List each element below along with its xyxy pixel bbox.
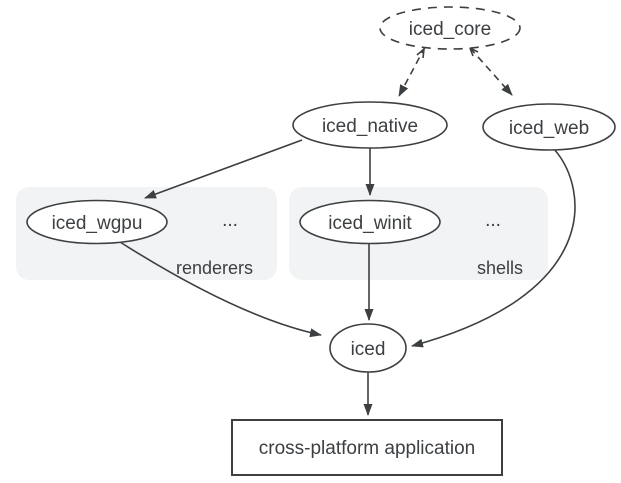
node-iced-native: iced_native xyxy=(292,101,448,149)
node-iced-core: iced_core xyxy=(379,6,521,50)
node-iced-native-label: iced_native xyxy=(322,116,418,137)
node-iced-native-shape xyxy=(292,101,448,149)
node-iced-label: iced xyxy=(351,339,386,360)
node-iced: iced xyxy=(329,323,407,373)
node-iced-winit: iced_winit xyxy=(299,199,441,245)
node-iced-shape xyxy=(329,323,407,373)
edge-iced-wgpu-to-iced xyxy=(119,241,322,338)
edge-iced-core-to-iced-native-vee-icon xyxy=(416,47,426,59)
node-iced-wgpu-label: iced_wgpu xyxy=(52,213,143,234)
edge-iced-native-to-iced-wgpu xyxy=(144,139,303,199)
node-iced-winit-shape xyxy=(299,199,441,245)
node-iced-web-shape xyxy=(482,103,616,151)
edge-iced-core-to-iced-native xyxy=(398,46,426,97)
node-iced-wgpu-shape xyxy=(26,199,168,245)
node-iced-wgpu: iced_wgpu xyxy=(26,199,168,245)
group-renderers-ellipsis: ... xyxy=(222,210,238,231)
node-iced-winit-label: iced_winit xyxy=(328,213,412,234)
node-iced-web: iced_web xyxy=(482,103,616,151)
node-iced-core-label: iced_core xyxy=(409,19,491,40)
group-shells-ellipsis: ... xyxy=(485,210,501,231)
group-shells-label: shells xyxy=(477,258,523,278)
node-application: cross-platform application xyxy=(231,419,503,476)
node-application-label: cross-platform application xyxy=(259,438,475,459)
node-iced-core-shape xyxy=(379,6,521,50)
edge-iced-web-to-iced xyxy=(411,148,576,348)
group-renderers-label: renderers xyxy=(176,258,253,278)
edges-layer xyxy=(119,46,576,416)
edge-iced-core-to-iced-web xyxy=(469,47,513,96)
node-application-shape xyxy=(231,419,503,476)
node-iced-web-label: iced_web xyxy=(509,118,589,139)
